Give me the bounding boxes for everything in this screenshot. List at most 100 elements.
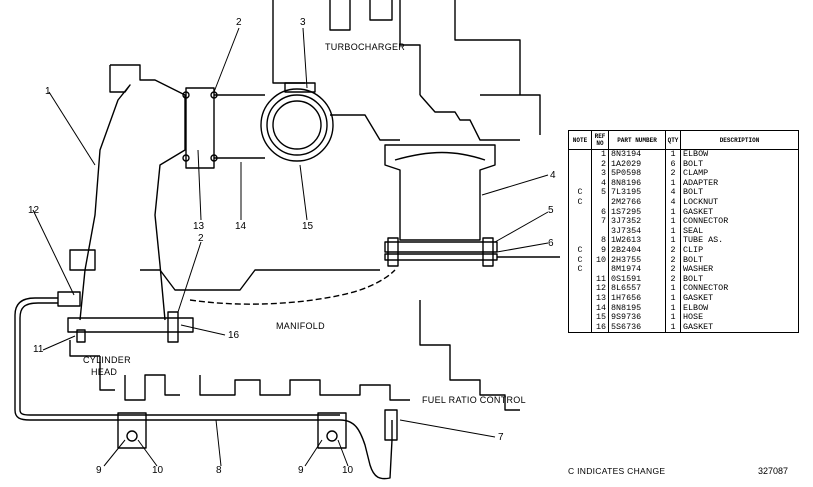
callout-2b: 2: [198, 233, 204, 244]
callout-4: 4: [550, 170, 556, 181]
connector: [57, 291, 81, 307]
engine-block-outline: [140, 94, 520, 411]
cell-description: SEAL: [680, 226, 799, 237]
drawing-number: 327087: [758, 466, 789, 476]
callout-3: 3: [300, 17, 306, 28]
change-legend: C INDICATES CHANGE: [568, 466, 666, 476]
fuel-ratio-connector: [384, 409, 398, 441]
callout-2: 2: [236, 17, 242, 28]
callout-15: 15: [302, 221, 314, 232]
cell-description: TUBE AS.: [680, 236, 799, 246]
callout-9b: 9: [298, 465, 304, 476]
cell-description: LOCKNUT: [680, 197, 799, 208]
cell-note: C: [568, 265, 592, 275]
col-note: NOTE: [568, 130, 592, 150]
gasket: [384, 241, 498, 253]
cell-qty: 1: [665, 322, 681, 334]
clip: [117, 412, 147, 449]
callout-13: 13: [193, 221, 205, 232]
col-part-number: PART NUMBER: [608, 130, 666, 150]
cell-description: BOLT: [680, 255, 799, 266]
cell-note: [568, 303, 592, 314]
callout-9: 9: [96, 465, 102, 476]
cell-description: BOLT: [680, 188, 799, 198]
col-ref-no: REF NO: [591, 130, 609, 150]
cell-description: CLIP: [680, 245, 799, 256]
cell-note: [568, 149, 592, 160]
cell-description: CONNECTOR: [680, 284, 799, 294]
cell-note: [568, 159, 592, 170]
hose-ring: [260, 88, 334, 162]
cell-note: [568, 322, 592, 334]
callout-11: 11: [33, 344, 44, 355]
turbocharger-outline: [272, 0, 541, 135]
table-header-row: NOTE REF NO PART NUMBER QTY DESCRIPTION: [568, 130, 799, 150]
cell-description: GASKET: [680, 293, 799, 304]
col-qty: QTY: [665, 130, 681, 150]
cell-part-number: 5S6736: [608, 322, 666, 334]
cell-description: BOLT: [680, 274, 799, 285]
callout-12: 12: [28, 205, 40, 216]
parts-list-table: NOTE REF NO PART NUMBER QTY DESCRIPTION …: [568, 130, 799, 334]
manifold-outline: [189, 269, 396, 305]
cell-description: GASKET: [680, 322, 799, 334]
cell-description: CONNECTOR: [680, 217, 799, 227]
callout-14: 14: [235, 221, 247, 232]
callout-7: 7: [498, 432, 504, 443]
manifold-label: MANIFOLD: [276, 321, 325, 331]
fuel-ratio-control-label: FUEL RATIO CONTROL: [422, 395, 526, 405]
clip: [317, 412, 347, 449]
cylinder-head-label-line1: CYLINDER: [83, 355, 131, 365]
cell-description: ELBOW: [680, 149, 799, 160]
cylinder-head-label-line2: HEAD: [91, 367, 117, 377]
cell-description: BOLT: [680, 159, 799, 170]
adapter-flange: [185, 87, 215, 169]
callout-8: 8: [216, 465, 222, 476]
cylinder-head-outline: [69, 340, 410, 401]
cell-description: ADAPTER: [680, 178, 799, 189]
cell-ref: 16: [591, 322, 609, 334]
callout-10b: 10: [342, 465, 354, 476]
callout-10: 10: [152, 465, 164, 476]
cell-note: [568, 313, 592, 323]
cell-note: [568, 284, 592, 294]
cylinder-head-flange: [67, 317, 194, 333]
cell-description: ELBOW: [680, 303, 799, 314]
cell-note: [568, 207, 592, 218]
elbow: [79, 64, 186, 321]
cell-note: C: [568, 197, 592, 208]
callout-1: 1: [45, 86, 51, 97]
cell-note: [568, 274, 592, 285]
cell-ref: 10: [591, 255, 609, 266]
exploded-view-diagram: 1 2 3 12 13 2 14 15 4 5 6 11 16 7 9 10 8…: [14, 0, 560, 480]
callout-16: 16: [228, 330, 240, 341]
col-description: DESCRIPTION: [680, 130, 799, 150]
cell-note: [568, 293, 592, 304]
adapter-body: [384, 144, 496, 241]
cell-ref: 7: [591, 217, 609, 227]
cell-description: CLAMP: [680, 169, 799, 179]
cell-note: [568, 169, 592, 179]
callout-6: 6: [548, 238, 554, 249]
cell-description: HOSE: [680, 312, 799, 323]
cell-description: WASHER: [680, 265, 799, 275]
callout-5: 5: [548, 205, 554, 216]
fuel-tube: [14, 297, 393, 480]
cell-note: [568, 226, 592, 237]
